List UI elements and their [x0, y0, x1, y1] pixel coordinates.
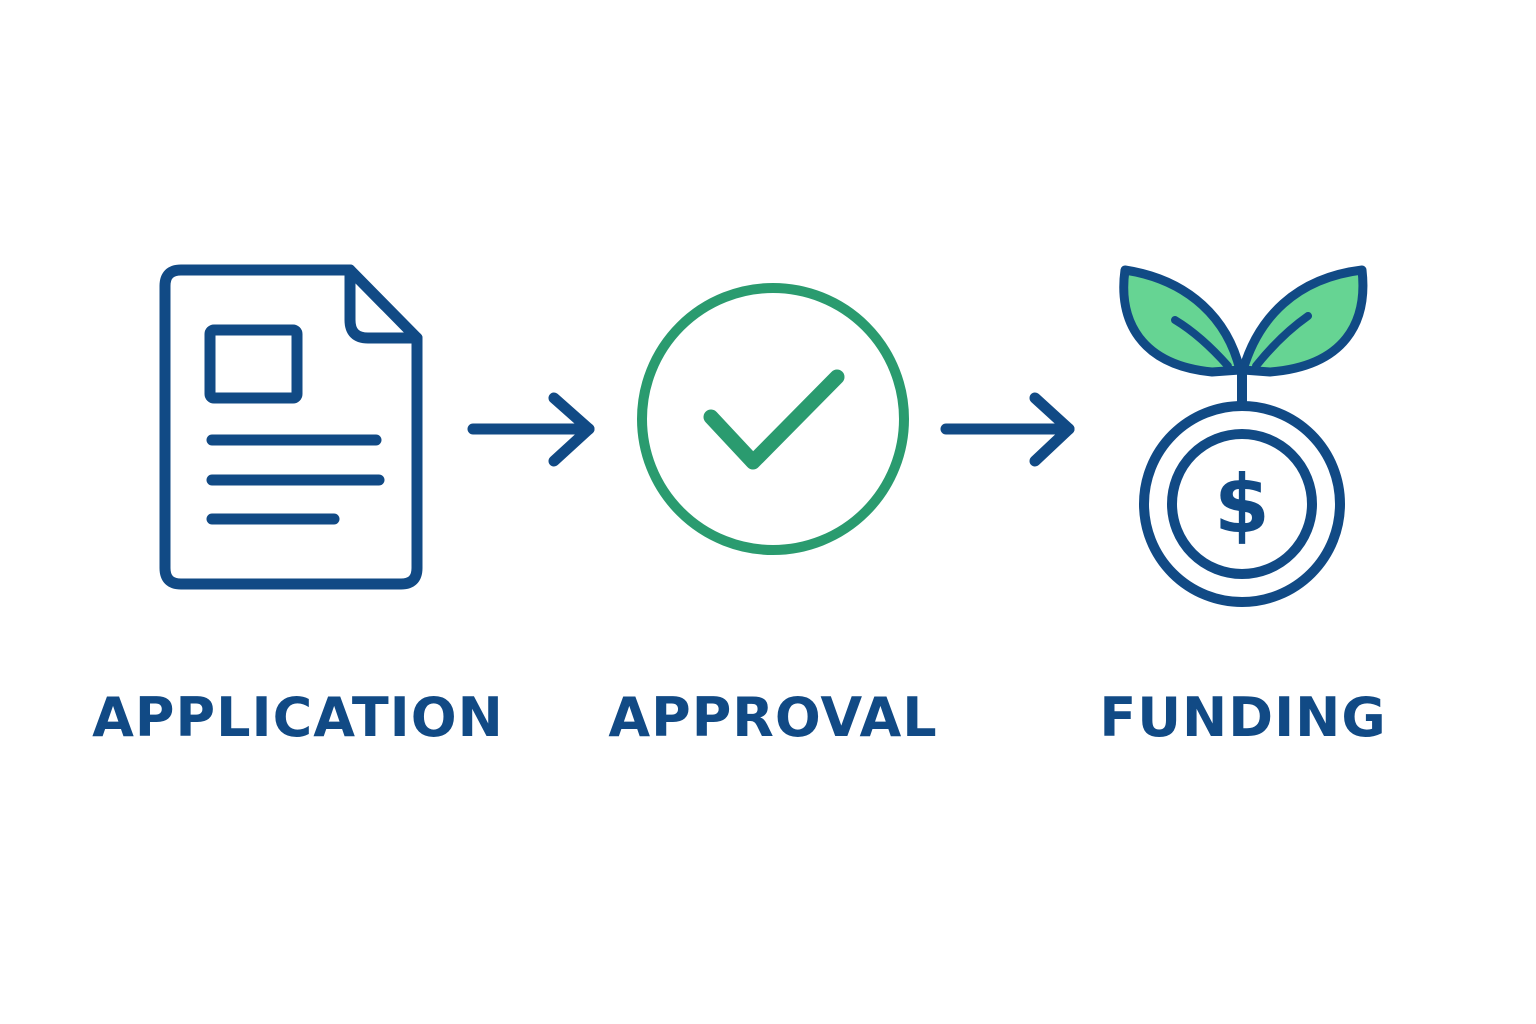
checkmark-icon [703, 369, 845, 470]
coin-inner-ring [1167, 429, 1317, 579]
document-outline [159, 264, 423, 590]
checkmark-circle-ring [637, 283, 909, 555]
arrow-right-icon [467, 392, 595, 467]
step-label-application: APPLICATION [92, 686, 504, 749]
dollar-sign-icon: $ [1214, 458, 1270, 551]
document-icon [159, 264, 423, 590]
step-label-approval: APPROVAL [608, 686, 938, 749]
document-image-block [204, 324, 303, 404]
coin-sprout-icon: $ [1119, 265, 1368, 607]
left-leaf-vein [1171, 316, 1232, 370]
arrow-right-icon [940, 392, 1075, 467]
checkmark-circle-icon [637, 283, 909, 555]
step-label-funding: FUNDING [1099, 686, 1387, 749]
document-folded-corner [344, 264, 423, 344]
right-leaf-vein [1252, 312, 1312, 370]
